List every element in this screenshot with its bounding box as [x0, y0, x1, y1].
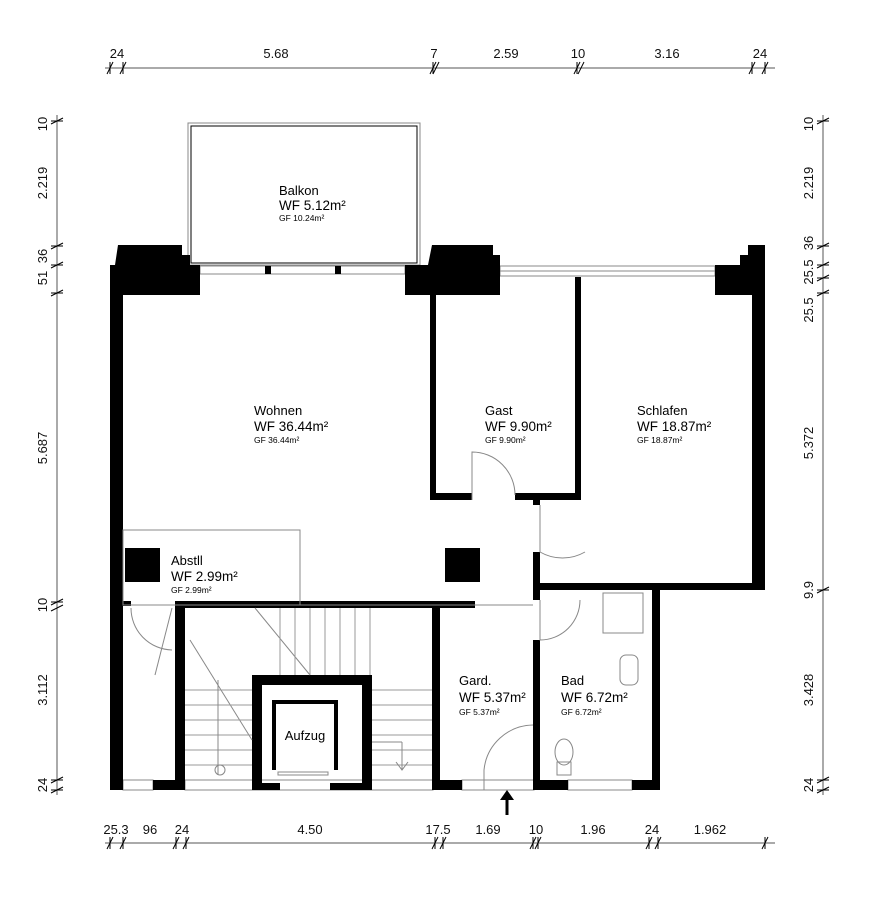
svg-text:WF 2.99m²: WF 2.99m²: [171, 569, 238, 584]
entrance-arrow-icon: [500, 790, 514, 815]
dim-right-3: 25.5: [801, 259, 816, 284]
dim-right-7: 3.428: [801, 674, 816, 707]
dim-top-1: 5.68: [263, 46, 288, 61]
dim-top-4: 10: [571, 46, 585, 61]
svg-text:WF 6.72m²: WF 6.72m²: [561, 690, 628, 705]
label-abstll: Abstll WF 2.99m² GF 2.99m²: [171, 553, 238, 595]
svg-text:GF 2.99m²: GF 2.99m²: [171, 585, 212, 595]
dim-bottom-4: 17.5: [425, 822, 450, 837]
svg-text:GF 6.72m²: GF 6.72m²: [561, 707, 602, 717]
walls: [110, 245, 765, 790]
svg-text:WF 18.87m²: WF 18.87m²: [637, 419, 712, 434]
svg-text:Schlafen: Schlafen: [637, 403, 688, 418]
svg-text:GF 36.44m²: GF 36.44m²: [254, 435, 300, 445]
label-wohnen: Wohnen WF 36.44m² GF 36.44m²: [254, 403, 329, 445]
svg-text:WF 5.37m²: WF 5.37m²: [459, 690, 526, 705]
dimension-left: 10 2.219 36 51 5.687 10 3.112 24: [35, 115, 64, 795]
svg-text:GF 5.37m²: GF 5.37m²: [459, 707, 500, 717]
svg-text:WF 9.90m²: WF 9.90m²: [485, 419, 552, 434]
dimension-right: 10 2.219 36 25.5 25.5 5.372 9.9 3.428 24: [801, 115, 830, 795]
label-bad: Bad WF 6.72m² GF 6.72m²: [561, 673, 628, 717]
svg-text:Balkon: Balkon: [279, 183, 319, 198]
dim-bottom-9: 1.962: [694, 822, 727, 837]
dim-bottom-7: 1.96: [580, 822, 605, 837]
label-gard: Gard. WF 5.37m² GF 5.37m²: [459, 673, 526, 717]
dim-right-4: 25.5: [801, 297, 816, 322]
dimension-bottom: 25.3 96 24 4.50 17.5 1.69 10 1.96 24 1.9…: [103, 822, 775, 850]
dim-top-5: 3.16: [654, 46, 679, 61]
dim-left-5: 10: [35, 598, 50, 612]
svg-text:Gast: Gast: [485, 403, 513, 418]
dim-bottom-0: 25.3: [103, 822, 128, 837]
svg-text:Wohnen: Wohnen: [254, 403, 302, 418]
windows: [122, 265, 716, 791]
dim-top-6: 24: [753, 46, 767, 61]
svg-text:GF 9.90m²: GF 9.90m²: [485, 435, 526, 445]
dim-right-6: 9.9: [801, 581, 816, 599]
dim-left-3: 51: [35, 271, 50, 285]
dim-right-8: 24: [801, 778, 816, 792]
dim-left-0: 10: [35, 117, 50, 131]
label-aufzug: Aufzug: [285, 728, 325, 743]
svg-text:Gard.: Gard.: [459, 673, 492, 688]
dim-top-0: 24: [110, 46, 124, 61]
dim-left-1: 2.219: [35, 167, 50, 200]
dim-right-2: 36: [801, 236, 816, 250]
dim-bottom-5: 1.69: [475, 822, 500, 837]
doors: [130, 451, 586, 790]
dim-right-1: 2.219: [801, 167, 816, 200]
balcony: [187, 122, 421, 266]
label-schlafen: Schlafen WF 18.87m² GF 18.87m²: [637, 403, 712, 445]
bath-fixtures: [554, 592, 644, 776]
dim-top-3: 2.59: [493, 46, 518, 61]
dim-bottom-8: 24: [645, 822, 659, 837]
dim-left-4: 5.687: [35, 432, 50, 465]
svg-text:GF 18.87m²: GF 18.87m²: [637, 435, 683, 445]
dim-bottom-2: 24: [175, 822, 189, 837]
dim-right-0: 10: [801, 117, 816, 131]
dim-left-2: 36: [35, 249, 50, 263]
svg-text:Bad: Bad: [561, 673, 584, 688]
label-balkon: Balkon WF 5.12m² GF 10.24m²: [279, 183, 346, 223]
svg-text:WF 36.44m²: WF 36.44m²: [254, 419, 329, 434]
svg-text:WF 5.12m²: WF 5.12m²: [279, 198, 346, 213]
label-gast: Gast WF 9.90m² GF 9.90m²: [485, 403, 552, 445]
dim-right-5: 5.372: [801, 427, 816, 460]
svg-text:GF 10.24m²: GF 10.24m²: [279, 213, 325, 223]
dim-bottom-3: 4.50: [297, 822, 322, 837]
svg-text:Abstll: Abstll: [171, 553, 203, 568]
dim-left-6: 3.112: [35, 674, 50, 706]
dim-bottom-6: 10: [529, 822, 543, 837]
stairs: [122, 529, 533, 776]
dim-bottom-1: 96: [143, 822, 157, 837]
dimension-top: 24 5.68 7 2.59 10 3.16 24: [105, 46, 775, 75]
dim-top-2: 7: [430, 46, 437, 61]
dim-left-7: 24: [35, 778, 50, 792]
